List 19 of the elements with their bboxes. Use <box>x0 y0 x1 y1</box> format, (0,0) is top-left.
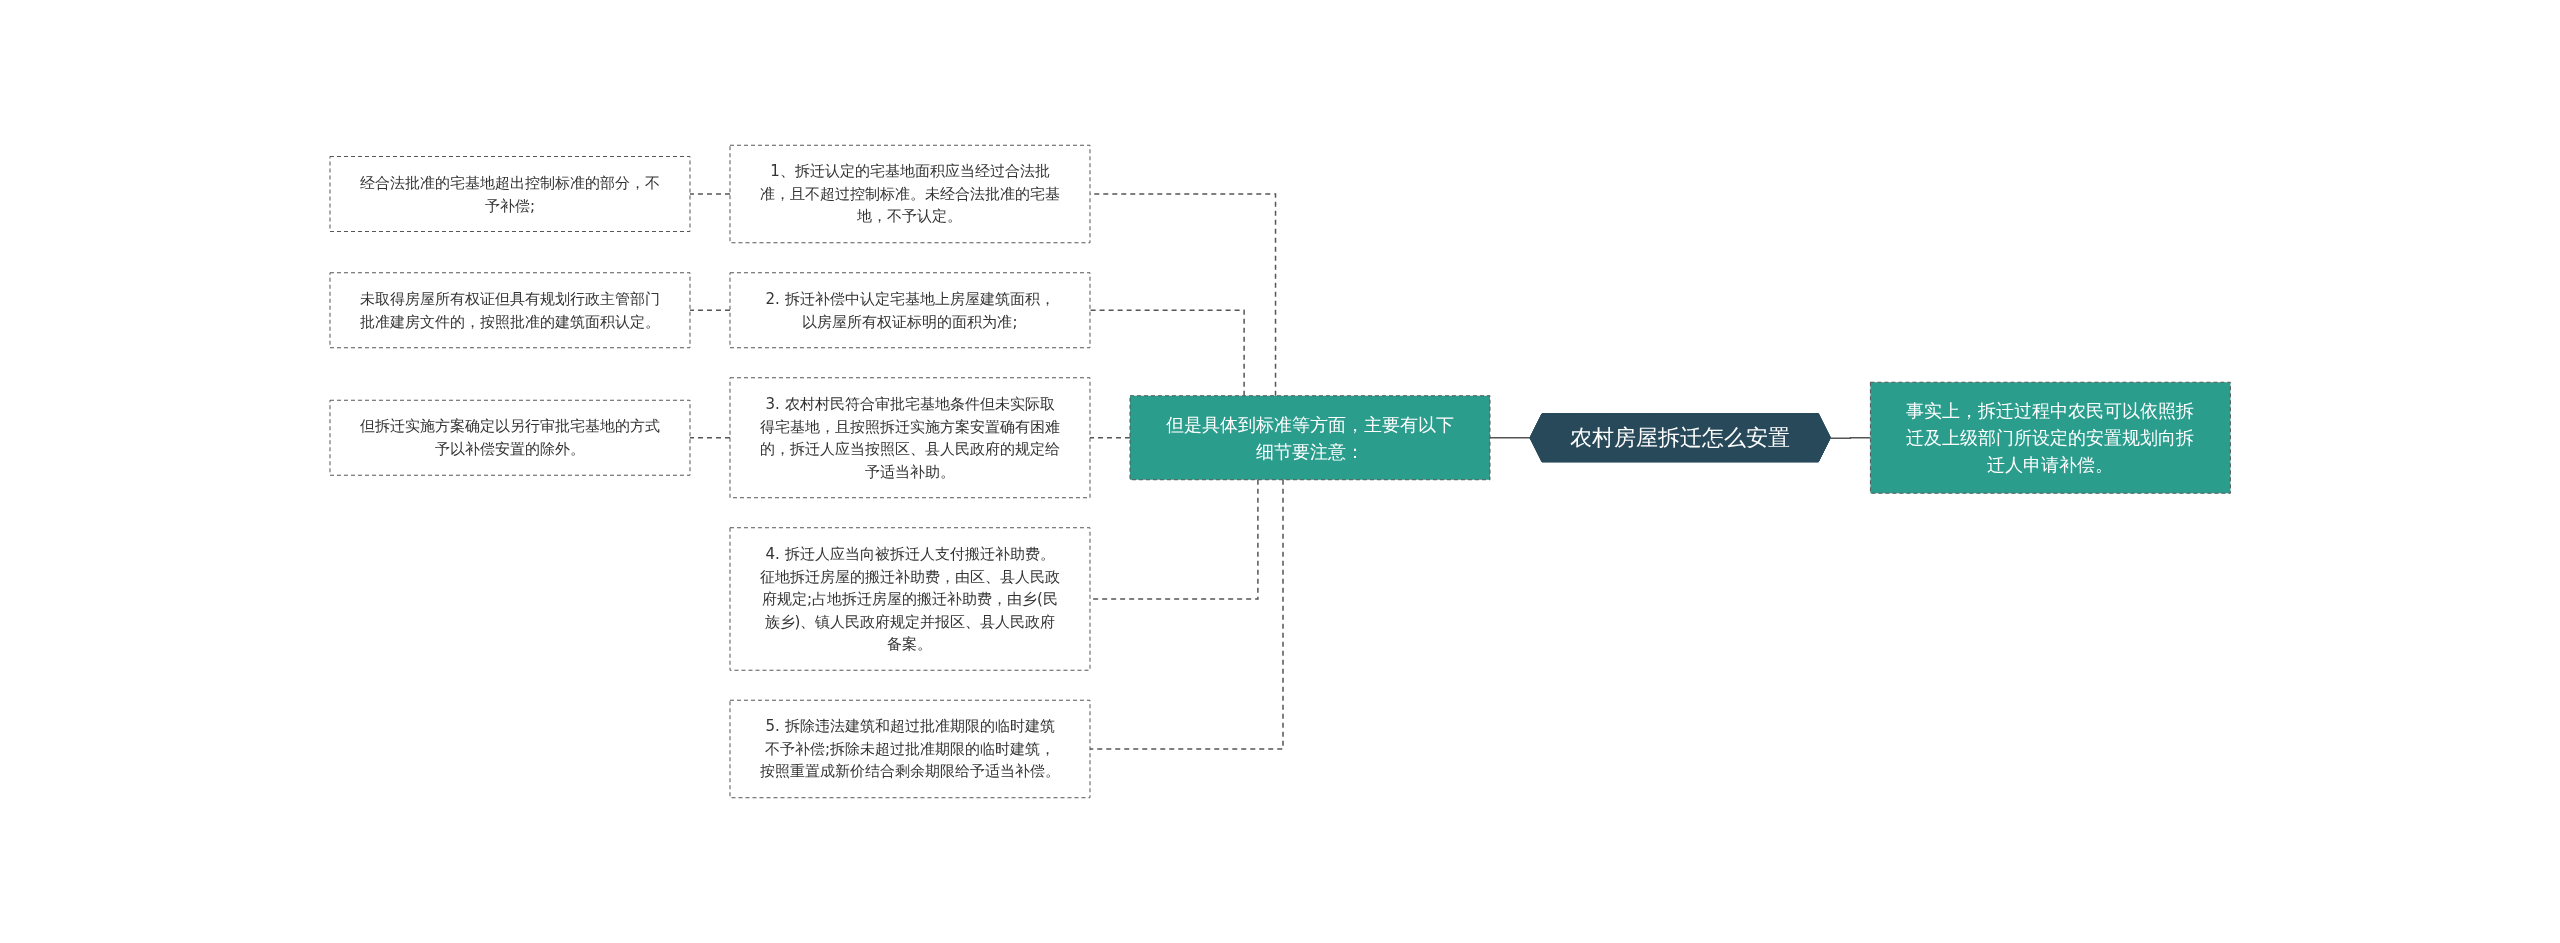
node-box: 2. 拆迁补偿中认定宅基地上房屋建筑面积，以房屋所有权证标明的面积为准; <box>729 272 1091 349</box>
node-box: 但拆迁实施方案确定以另行审批宅基地的方式予以补偿安置的除外。 <box>329 399 691 476</box>
connector <box>1489 437 1532 439</box>
connector <box>1089 437 1131 439</box>
node-box: 1、拆迁认定的宅基地面积应当经过合法批准，且不超过控制标准。未经合法批准的宅基地，不予认定。 <box>729 144 1091 244</box>
connector <box>1829 437 1871 439</box>
connector <box>689 193 731 195</box>
connector <box>689 309 731 311</box>
connector <box>1089 309 1245 397</box>
node-box: 3. 农村村民符合审批宅基地条件但未实际取得宅基地，且按照拆迁实施方案安置确有困难的，拆迁人应当按照区、县人民政府的规定给予适当补助。 <box>729 377 1091 499</box>
node-box: 但是具体到标准等方面，主要有以下细节要注意： <box>1129 395 1491 481</box>
node-box: 5. 拆除违法建筑和超过批准期限的临时建筑不予补偿;拆除未超过批准期限的临时建筑，按照重置成新价结合剩余期限给予适当补偿。 <box>729 699 1091 799</box>
node-box: 未取得房屋所有权证但具有规划行政主管部门批准建房文件的，按照批准的建筑面积认定。 <box>329 272 691 349</box>
node-box: 经合法批准的宅基地超出控制标准的部分，不予补偿; <box>329 156 691 232</box>
connector <box>1089 193 1277 397</box>
node-box: 4. 拆迁人应当向被拆迁人支付搬迁补助费。征地拆迁房屋的搬迁补助费，由区、县人民政府规定;占地拆迁房屋的搬迁补助费，由乡(民族乡)、镇人民政府规定并报区、县人民政府备案。 <box>729 527 1091 671</box>
connector <box>689 437 731 439</box>
node-box: 事实上，拆迁过程中农民可以依照拆迁及上级部门所设定的安置规划向拆迁人申请补偿。 <box>1869 381 2231 494</box>
connector <box>1089 479 1284 750</box>
